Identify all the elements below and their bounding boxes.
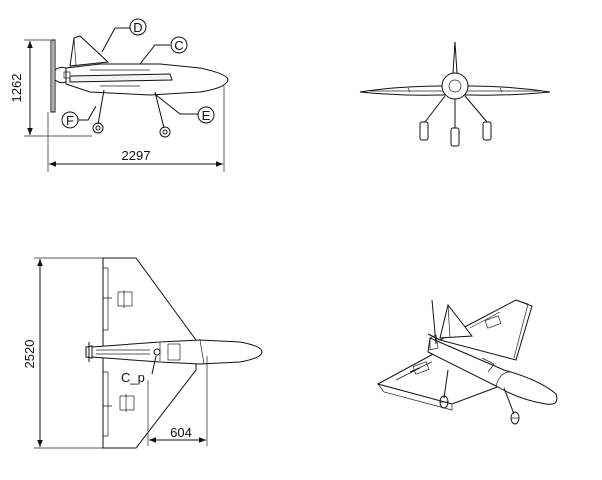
side-view: D C E F 1262 2297 [9,18,229,172]
iso-wing-right [438,299,533,361]
callout-e-label: E [202,108,211,123]
top-view: C_p 2520 604 [22,257,263,449]
front-fin [452,41,458,74]
iso-gear-struts [443,369,515,415]
iso-fuselage [427,337,558,405]
dim-top-span: 2520 [22,340,37,369]
front-right-wheel [482,121,492,141]
dim-side-height: 1262 [9,74,24,103]
side-main-wheel [159,126,171,138]
front-center-wheel [450,127,460,147]
callout-d-label: D [133,20,142,35]
top-fuselage [91,339,263,365]
front-gear-struts [424,95,488,130]
callout-c [170,36,188,54]
callout-c-p: C_p [121,370,145,385]
side-front-gear-strut [97,89,105,125]
callout-f-label: F [66,113,74,128]
iso-fin [439,303,473,339]
callout-d [129,18,147,36]
callout-e [197,106,215,124]
front-left-wheel [419,121,429,141]
isometric-view [376,299,558,425]
front-view [359,41,551,147]
side-wing [69,73,173,83]
front-fuselage [441,72,469,100]
callout-f [61,111,79,129]
side-fin [69,35,110,67]
side-front-wheel [92,122,104,134]
dim-side-length: 2297 [122,148,151,163]
top-cp-marker [153,348,161,356]
side-main-gear-strut [154,91,165,129]
iso-propeller [427,299,441,345]
callout-c-label: C [174,38,183,53]
dim-top-offset: 604 [170,425,192,440]
side-propeller [50,39,56,113]
